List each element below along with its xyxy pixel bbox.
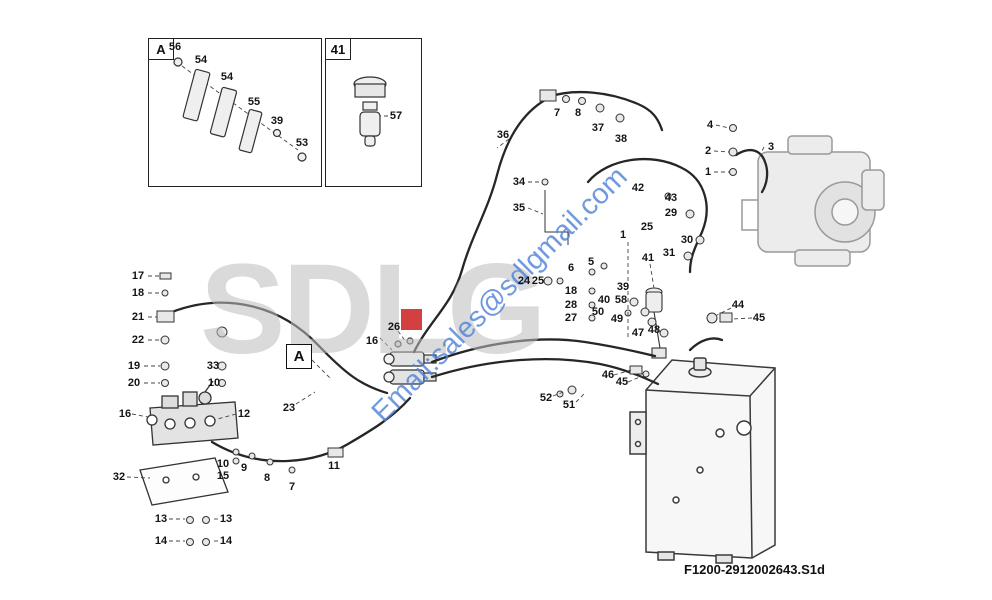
hose-42-loop: [586, 157, 708, 274]
detail-area-marker: A: [286, 344, 312, 369]
hose-36: [412, 98, 547, 354]
hydraulic-tank: [629, 357, 776, 564]
hose-44-elbow: [688, 337, 724, 352]
figure-code: F1200-2912002643.S1d: [684, 562, 825, 577]
fittings-and-bolts: [156, 89, 738, 546]
control-valve-block: [146, 380, 239, 446]
hose-3: [734, 148, 769, 194]
hose-23: [170, 301, 389, 395]
mounting-plate: [139, 457, 229, 506]
sdlg-red-square: [401, 309, 422, 330]
inset-41-label: 41: [326, 39, 351, 60]
sdlg-watermark: SDLG: [200, 238, 547, 381]
engine-assembly: [741, 135, 885, 267]
hose-lower-tank: [430, 357, 660, 386]
tank-breather: [645, 287, 667, 359]
hose-top-cross: [546, 90, 664, 132]
inset-box-a: A: [148, 38, 322, 187]
inset-a-label: A: [149, 39, 174, 60]
hose-manifold: [383, 337, 437, 385]
hose-upper-tank: [430, 338, 657, 364]
inset-box-41: 41: [325, 38, 422, 187]
inset-41-part: [353, 76, 387, 147]
inset-a-parts: [173, 57, 307, 162]
